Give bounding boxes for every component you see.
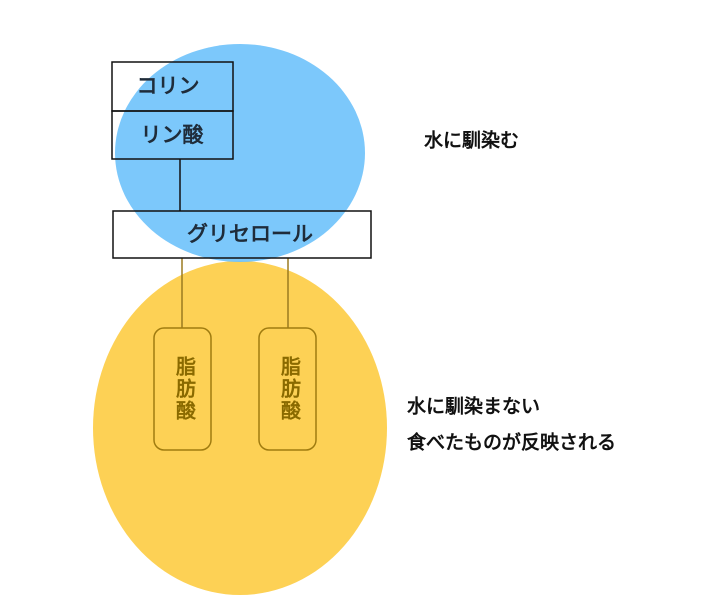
choline-label: コリン [137, 74, 200, 98]
hydrophobic-note-line-1: 水に馴染まない [407, 395, 540, 418]
phosphate-box [111, 110, 234, 160]
fatty-acid-box-2 [258, 327, 317, 451]
fatty-acid-label-2: 脂肪酸 [278, 356, 302, 422]
hydrophobic-region [93, 261, 387, 595]
fatty-acid-label-1: 脂肪酸 [173, 356, 197, 422]
glycerol-box [112, 210, 372, 259]
glycerol-label: グリセロール [187, 222, 313, 246]
hydrophilic-region [115, 44, 365, 262]
hydrophobic-note-line-2: 食べたものが反映される [407, 431, 616, 454]
fatty-acid-box-1 [153, 327, 212, 451]
hydrophilic-note: 水に馴染む [424, 129, 519, 152]
phosphate-label: リン酸 [141, 123, 205, 147]
